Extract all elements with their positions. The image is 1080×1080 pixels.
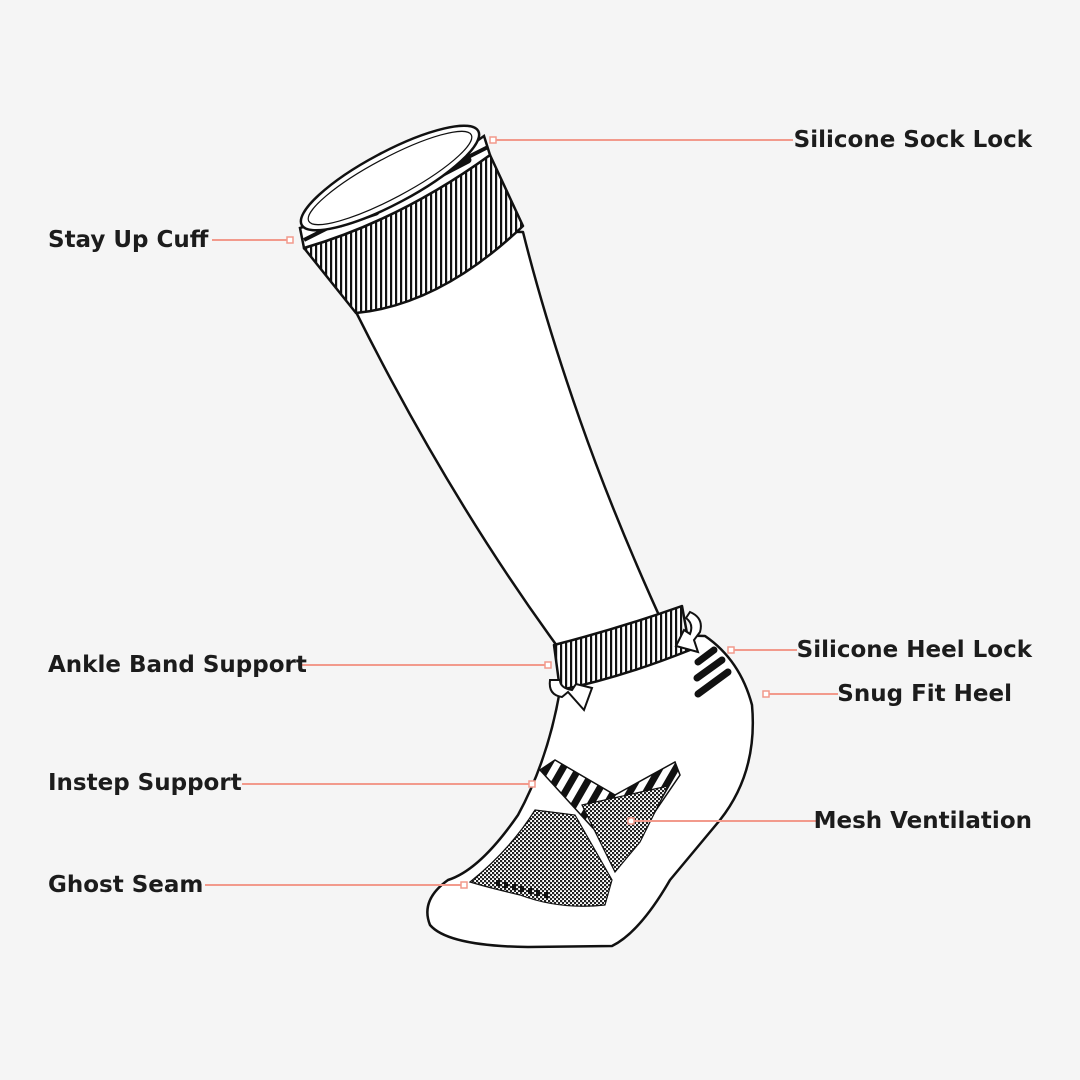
leader-anchor-snug-fit-heel — [762, 690, 770, 698]
leader-anchor-silicone-sock-lock — [489, 136, 497, 144]
label-mesh-ventilation: Mesh Ventilation — [813, 808, 1032, 834]
ankle-arrow-right — [674, 610, 702, 654]
label-ghost-seam: Ghost Seam — [48, 872, 204, 898]
cuff-opening — [299, 124, 481, 232]
leader-anchor-mesh-ventilation — [627, 817, 635, 825]
heel-lock-stripes — [693, 646, 732, 698]
label-stay-up-cuff: Stay Up Cuff — [48, 227, 209, 253]
leader-anchor-ghost-seam — [460, 881, 468, 889]
label-snug-fit-heel: Snug Fit Heel — [837, 681, 1012, 707]
label-silicone-heel-lock: Silicone Heel Lock — [796, 637, 1032, 663]
sock-leg — [310, 226, 670, 652]
ankle-arrow-left — [548, 679, 594, 712]
label-silicone-sock-lock: Silicone Sock Lock — [793, 127, 1032, 153]
leader-anchor-silicone-heel-lock — [727, 646, 735, 654]
leader-anchor-instep-support — [528, 780, 536, 788]
label-instep-support: Instep Support — [48, 770, 242, 796]
leader-anchor-ankle-band-support — [544, 661, 552, 669]
label-ankle-band-support: Ankle Band Support — [48, 652, 307, 678]
leader-anchor-stay-up-cuff — [286, 236, 294, 244]
mesh-panel — [581, 785, 670, 874]
ghost-seam-marks — [496, 880, 548, 898]
leader-lines — [205, 136, 838, 889]
